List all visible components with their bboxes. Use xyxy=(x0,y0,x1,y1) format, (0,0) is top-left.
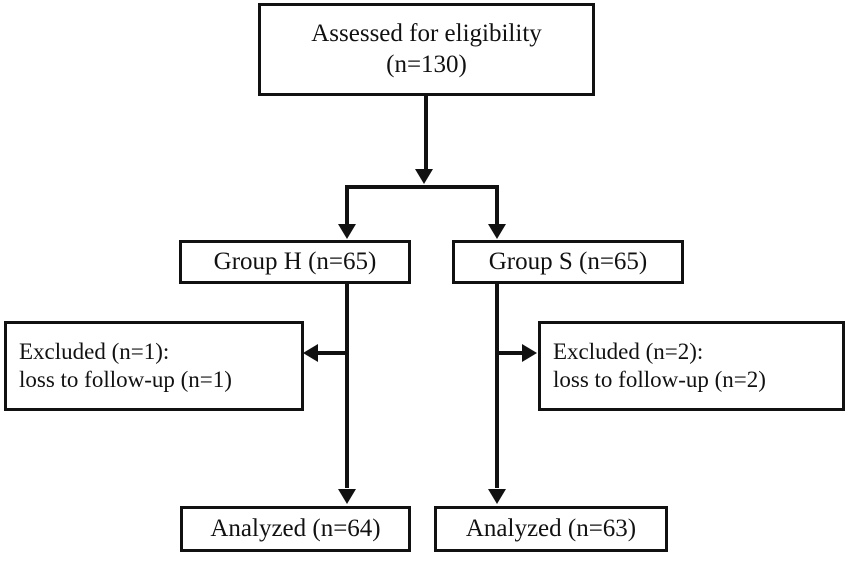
node-assessed-for-eligibility: Assessed for eligibility (n=130) xyxy=(258,3,595,96)
node-group-s: Group S (n=65) xyxy=(452,240,684,284)
node-group-h: Group H (n=65) xyxy=(179,240,411,284)
node-assessed-line-1: Assessed for eligibility xyxy=(311,20,542,47)
node-excluded-s-line-1: Excluded (n=2): xyxy=(553,338,704,364)
node-excluded-s: Excluded (n=2): loss to follow-up (n=2) xyxy=(538,321,845,411)
arrow-left-icon-to-excluded-h xyxy=(303,344,318,362)
connector-split-branch-left xyxy=(345,185,349,225)
connector-split-bar xyxy=(345,185,499,189)
arrow-down-icon-to-analyzed-h xyxy=(338,489,356,504)
connector-group-s-stem xyxy=(495,284,499,488)
node-excluded-s-line-2: loss to follow-up (n=2) xyxy=(553,367,766,392)
node-assessed-count: (n=130) xyxy=(386,50,467,78)
arrow-down-icon-to-group-h xyxy=(338,224,356,239)
connector-split-branch-right xyxy=(495,185,499,225)
node-analyzed-s: Analyzed (n=63) xyxy=(434,506,668,552)
arrow-down-icon-to-group-s xyxy=(488,224,506,239)
arrow-down-icon-root xyxy=(415,169,433,184)
node-group-h-label: Group H (n=65) xyxy=(213,247,377,275)
node-analyzed-s-label: Analyzed (n=63) xyxy=(465,514,637,542)
connector-group-h-stem xyxy=(345,284,349,488)
connector-excluded-s-branch xyxy=(497,351,523,355)
arrow-down-icon-to-analyzed-s xyxy=(488,489,506,504)
node-analyzed-h-label: Analyzed (n=64) xyxy=(210,514,381,542)
node-excluded-h-line-1: Excluded (n=1): xyxy=(19,338,170,364)
node-excluded-h: Excluded (n=1): loss to follow-up (n=1) xyxy=(4,321,304,411)
node-group-s-label: Group S (n=65) xyxy=(488,247,648,275)
node-excluded-h-line-2: loss to follow-up (n=1) xyxy=(19,367,232,392)
connector-excluded-h-branch xyxy=(318,351,347,355)
arrow-right-icon-to-excluded-s xyxy=(522,344,537,362)
node-analyzed-h: Analyzed (n=64) xyxy=(180,506,411,552)
connector-root-stem xyxy=(424,96,428,172)
